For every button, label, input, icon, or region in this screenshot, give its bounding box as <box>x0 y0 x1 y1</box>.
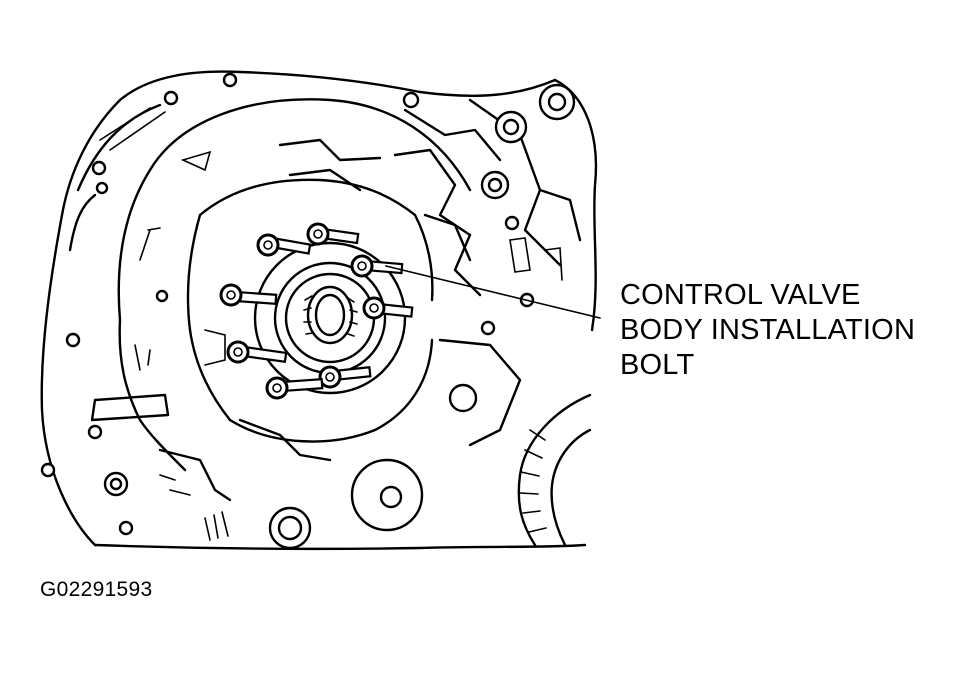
bolt <box>318 365 372 389</box>
bolt <box>256 233 312 257</box>
bolt <box>306 222 360 246</box>
bolt <box>226 340 288 364</box>
bolt <box>350 254 404 278</box>
callout-line: BODY INSTALLATION <box>620 314 916 346</box>
bolt <box>219 283 278 307</box>
figure-id: G02291593 <box>40 578 153 601</box>
callout-line: BOLT <box>620 349 695 381</box>
ring-gear <box>517 393 592 547</box>
bolt <box>265 376 324 400</box>
control-valve-body-installation-bolts <box>219 222 414 400</box>
callout-leader-line <box>385 265 601 319</box>
bolt-callout-label: CONTROL VALVE BODY INSTALLATION BOLT <box>620 278 915 383</box>
bolt <box>362 296 414 320</box>
callout-line: CONTROL VALVE <box>620 279 861 311</box>
housing-details <box>90 138 582 541</box>
mounting-holes <box>40 72 576 550</box>
clutch-housing-recess <box>117 98 472 472</box>
